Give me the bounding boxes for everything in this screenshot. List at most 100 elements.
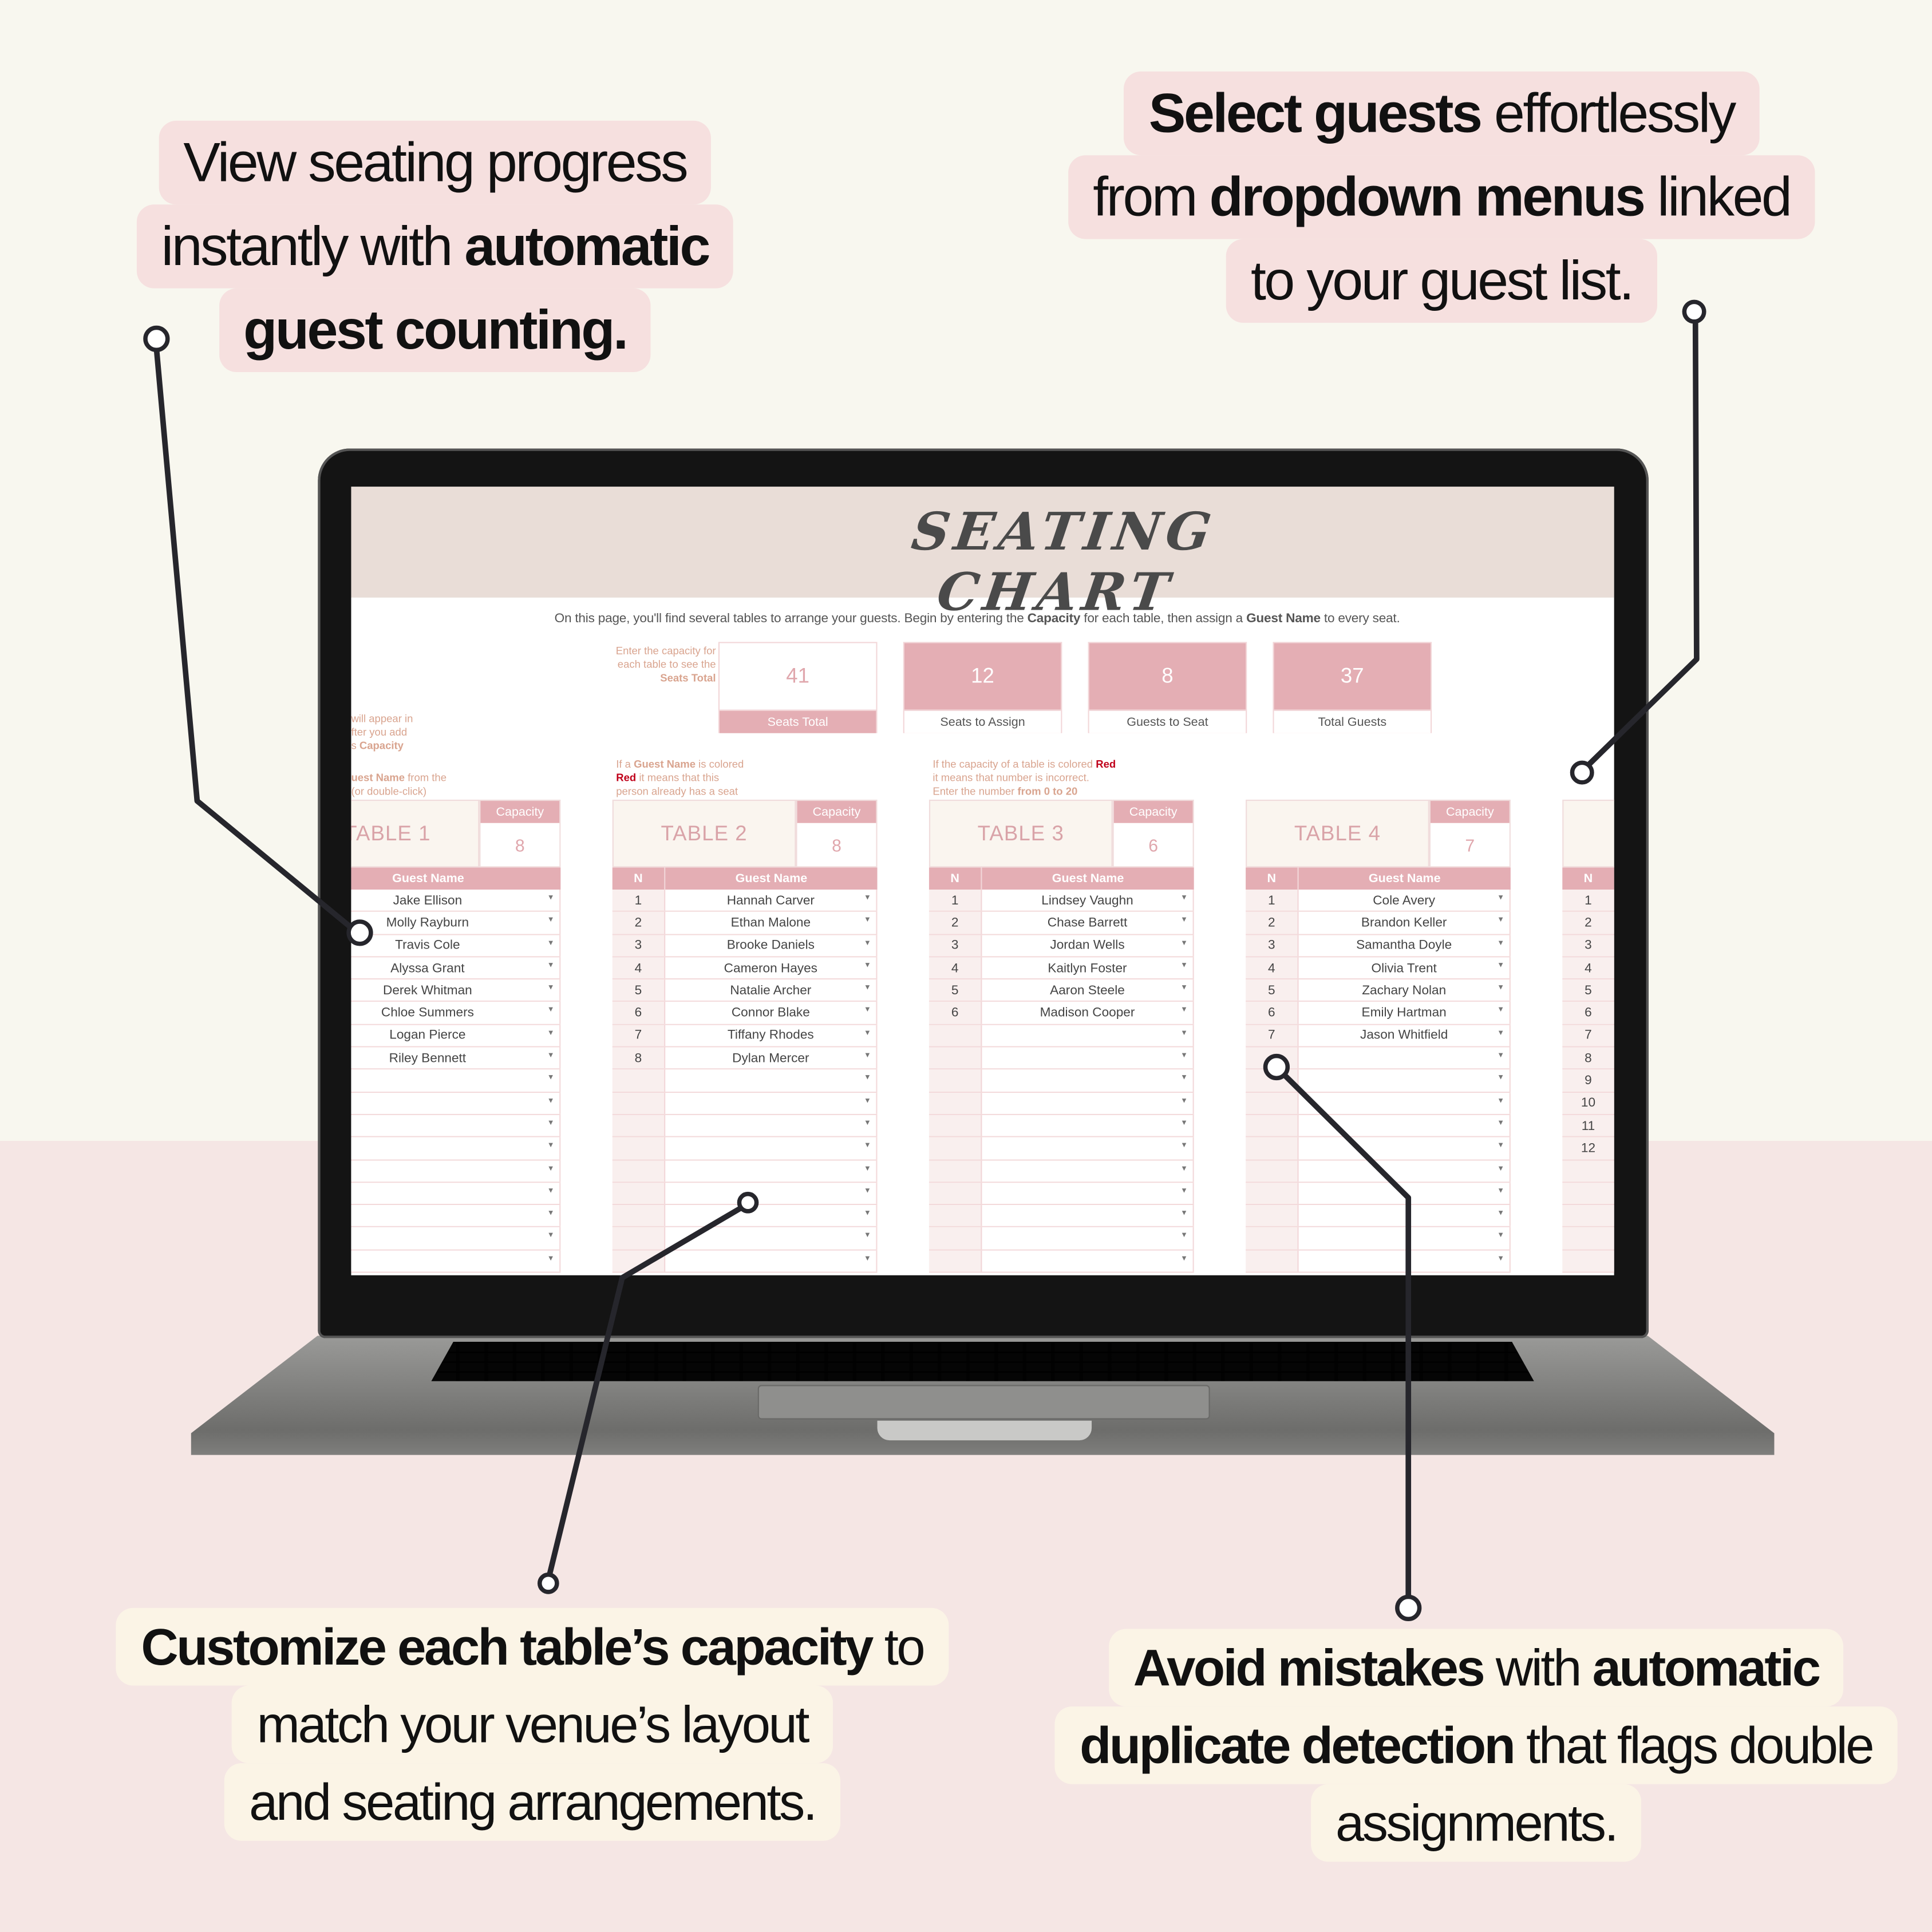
- guest-name-dropdown[interactable]: Brandon Keller▼: [1298, 912, 1511, 934]
- dropdown-arrow-icon[interactable]: ▼: [547, 1029, 555, 1037]
- dropdown-arrow-icon[interactable]: ▼: [1180, 1029, 1188, 1037]
- guest-name-dropdown[interactable]: Lindsey Vaughn▼: [982, 890, 1194, 911]
- dropdown-arrow-icon[interactable]: ▼: [1497, 1007, 1505, 1015]
- dropdown-arrow-icon[interactable]: ▼: [1180, 894, 1188, 902]
- guest-name-dropdown[interactable]: ▼: [351, 1137, 561, 1159]
- dropdown-arrow-icon[interactable]: ▼: [547, 1232, 555, 1240]
- dropdown-arrow-icon[interactable]: ▼: [1180, 1074, 1188, 1082]
- guest-name-dropdown[interactable]: Ethan Malone▼: [665, 912, 878, 934]
- dropdown-arrow-icon[interactable]: ▼: [863, 1097, 871, 1105]
- guest-name-dropdown[interactable]: ▼: [982, 1137, 1194, 1159]
- dropdown-arrow-icon[interactable]: ▼: [1497, 962, 1505, 970]
- guest-name-dropdown[interactable]: Dylan Mercer▼: [665, 1047, 878, 1069]
- dropdown-arrow-icon[interactable]: ▼: [863, 1232, 871, 1240]
- guest-name-dropdown[interactable]: ▼: [982, 1047, 1194, 1069]
- guest-name-dropdown[interactable]: Molly Rayburn▼: [351, 912, 561, 934]
- dropdown-arrow-icon[interactable]: ▼: [863, 1074, 871, 1082]
- guest-name-dropdown[interactable]: Alyssa Grant▼: [351, 957, 561, 979]
- capacity-input[interactable]: 7: [1430, 823, 1510, 867]
- dropdown-arrow-icon[interactable]: ▼: [1497, 1052, 1505, 1060]
- dropdown-arrow-icon[interactable]: ▼: [1497, 1210, 1505, 1218]
- dropdown-arrow-icon[interactable]: ▼: [1180, 1007, 1188, 1015]
- dropdown-arrow-icon[interactable]: ▼: [1180, 1165, 1188, 1173]
- dropdown-arrow-icon[interactable]: ▼: [863, 1029, 871, 1037]
- guest-name-dropdown[interactable]: Brooke Daniels▼: [665, 934, 878, 957]
- dropdown-arrow-icon[interactable]: ▼: [1180, 1255, 1188, 1263]
- dropdown-arrow-icon[interactable]: ▼: [863, 1255, 871, 1263]
- dropdown-arrow-icon[interactable]: ▼: [1497, 939, 1505, 947]
- guest-name-dropdown[interactable]: Tiffany Rhodes▼: [665, 1025, 878, 1046]
- dropdown-arrow-icon[interactable]: ▼: [1180, 1052, 1188, 1060]
- guest-name-dropdown[interactable]: ▼: [351, 1205, 561, 1227]
- guest-name-dropdown[interactable]: Travis Cole▼: [351, 934, 561, 957]
- guest-name-dropdown[interactable]: Kaitlyn Foster▼: [982, 957, 1194, 979]
- dropdown-arrow-icon[interactable]: ▼: [1497, 1255, 1505, 1263]
- guest-name-dropdown[interactable]: Cameron Hayes▼: [665, 957, 878, 979]
- dropdown-arrow-icon[interactable]: ▼: [1180, 1232, 1188, 1240]
- dropdown-arrow-icon[interactable]: ▼: [547, 1187, 555, 1195]
- dropdown-arrow-icon[interactable]: ▼: [1497, 1142, 1505, 1150]
- dropdown-arrow-icon[interactable]: ▼: [547, 1097, 555, 1105]
- dropdown-arrow-icon[interactable]: ▼: [1497, 894, 1505, 902]
- dropdown-arrow-icon[interactable]: ▼: [863, 917, 871, 924]
- guest-name-dropdown[interactable]: Chloe Summers▼: [351, 1002, 561, 1024]
- guest-name-dropdown[interactable]: Chase Barrett▼: [982, 912, 1194, 934]
- dropdown-arrow-icon[interactable]: ▼: [1180, 1210, 1188, 1218]
- guest-name-dropdown[interactable]: ▼: [1298, 1047, 1511, 1069]
- guest-name-dropdown[interactable]: ▼: [665, 1092, 878, 1114]
- dropdown-arrow-icon[interactable]: ▼: [863, 939, 871, 947]
- guest-name-dropdown[interactable]: ▼: [1298, 1205, 1511, 1227]
- dropdown-arrow-icon[interactable]: ▼: [547, 894, 555, 902]
- guest-name-dropdown[interactable]: Jason Whitfield▼: [1298, 1025, 1511, 1046]
- guest-name-dropdown[interactable]: ▼: [982, 1025, 1194, 1046]
- guest-name-dropdown[interactable]: Emily Hartman▼: [1298, 1002, 1511, 1024]
- guest-name-dropdown[interactable]: Zachary Nolan▼: [1298, 979, 1511, 1001]
- guest-name-dropdown[interactable]: ▼: [982, 1092, 1194, 1114]
- dropdown-arrow-icon[interactable]: ▼: [547, 917, 555, 924]
- guest-name-dropdown[interactable]: Olivia Trent▼: [1298, 957, 1511, 979]
- dropdown-arrow-icon[interactable]: ▼: [547, 1052, 555, 1060]
- dropdown-arrow-icon[interactable]: ▼: [863, 1187, 871, 1195]
- guest-name-dropdown[interactable]: ▼: [665, 1205, 878, 1227]
- guest-name-dropdown[interactable]: Natalie Archer▼: [665, 979, 878, 1001]
- dropdown-arrow-icon[interactable]: ▼: [863, 1120, 871, 1128]
- guest-name-dropdown[interactable]: ▼: [1298, 1137, 1511, 1159]
- guest-name-dropdown[interactable]: Aaron Steele▼: [982, 979, 1194, 1001]
- dropdown-arrow-icon[interactable]: ▼: [1497, 1232, 1505, 1240]
- guest-name-dropdown[interactable]: ▼: [1298, 1160, 1511, 1182]
- guest-name-dropdown[interactable]: ▼: [1298, 1250, 1511, 1272]
- guest-name-dropdown[interactable]: ▼: [982, 1205, 1194, 1227]
- dropdown-arrow-icon[interactable]: ▼: [1497, 1097, 1505, 1105]
- dropdown-arrow-icon[interactable]: ▼: [1180, 1142, 1188, 1150]
- guest-name-dropdown[interactable]: ▼: [351, 1115, 561, 1137]
- dropdown-arrow-icon[interactable]: ▼: [863, 985, 871, 993]
- guest-name-dropdown[interactable]: ▼: [351, 1183, 561, 1204]
- dropdown-arrow-icon[interactable]: ▼: [1180, 1187, 1188, 1195]
- capacity-input[interactable]: 8: [797, 823, 876, 867]
- guest-name-dropdown[interactable]: Samantha Doyle▼: [1298, 934, 1511, 957]
- guest-name-dropdown[interactable]: Logan Pierce▼: [351, 1025, 561, 1046]
- guest-name-dropdown[interactable]: ▼: [1298, 1092, 1511, 1114]
- dropdown-arrow-icon[interactable]: ▼: [547, 1255, 555, 1263]
- guest-name-dropdown[interactable]: ▼: [351, 1160, 561, 1182]
- guest-name-dropdown[interactable]: ▼: [982, 1183, 1194, 1204]
- guest-name-dropdown[interactable]: ▼: [665, 1250, 878, 1272]
- dropdown-arrow-icon[interactable]: ▼: [547, 1007, 555, 1015]
- guest-name-dropdown[interactable]: ▼: [982, 1160, 1194, 1182]
- guest-name-dropdown[interactable]: ▼: [665, 1070, 878, 1092]
- dropdown-arrow-icon[interactable]: ▼: [547, 1074, 555, 1082]
- guest-name-dropdown[interactable]: Hannah Carver▼: [665, 890, 878, 911]
- dropdown-arrow-icon[interactable]: ▼: [1497, 1165, 1505, 1173]
- guest-name-dropdown[interactable]: ▼: [1298, 1070, 1511, 1092]
- guest-name-dropdown[interactable]: ▼: [982, 1070, 1194, 1092]
- dropdown-arrow-icon[interactable]: ▼: [1497, 1120, 1505, 1128]
- guest-name-dropdown[interactable]: Cole Avery▼: [1298, 890, 1511, 911]
- guest-name-dropdown[interactable]: Connor Blake▼: [665, 1002, 878, 1024]
- dropdown-arrow-icon[interactable]: ▼: [863, 1165, 871, 1173]
- capacity-input[interactable]: 8: [480, 823, 560, 867]
- guest-name-dropdown[interactable]: ▼: [982, 1250, 1194, 1272]
- dropdown-arrow-icon[interactable]: ▼: [863, 962, 871, 970]
- guest-name-dropdown[interactable]: ▼: [351, 1250, 561, 1272]
- guest-name-dropdown[interactable]: ▼: [665, 1137, 878, 1159]
- dropdown-arrow-icon[interactable]: ▼: [863, 1142, 871, 1150]
